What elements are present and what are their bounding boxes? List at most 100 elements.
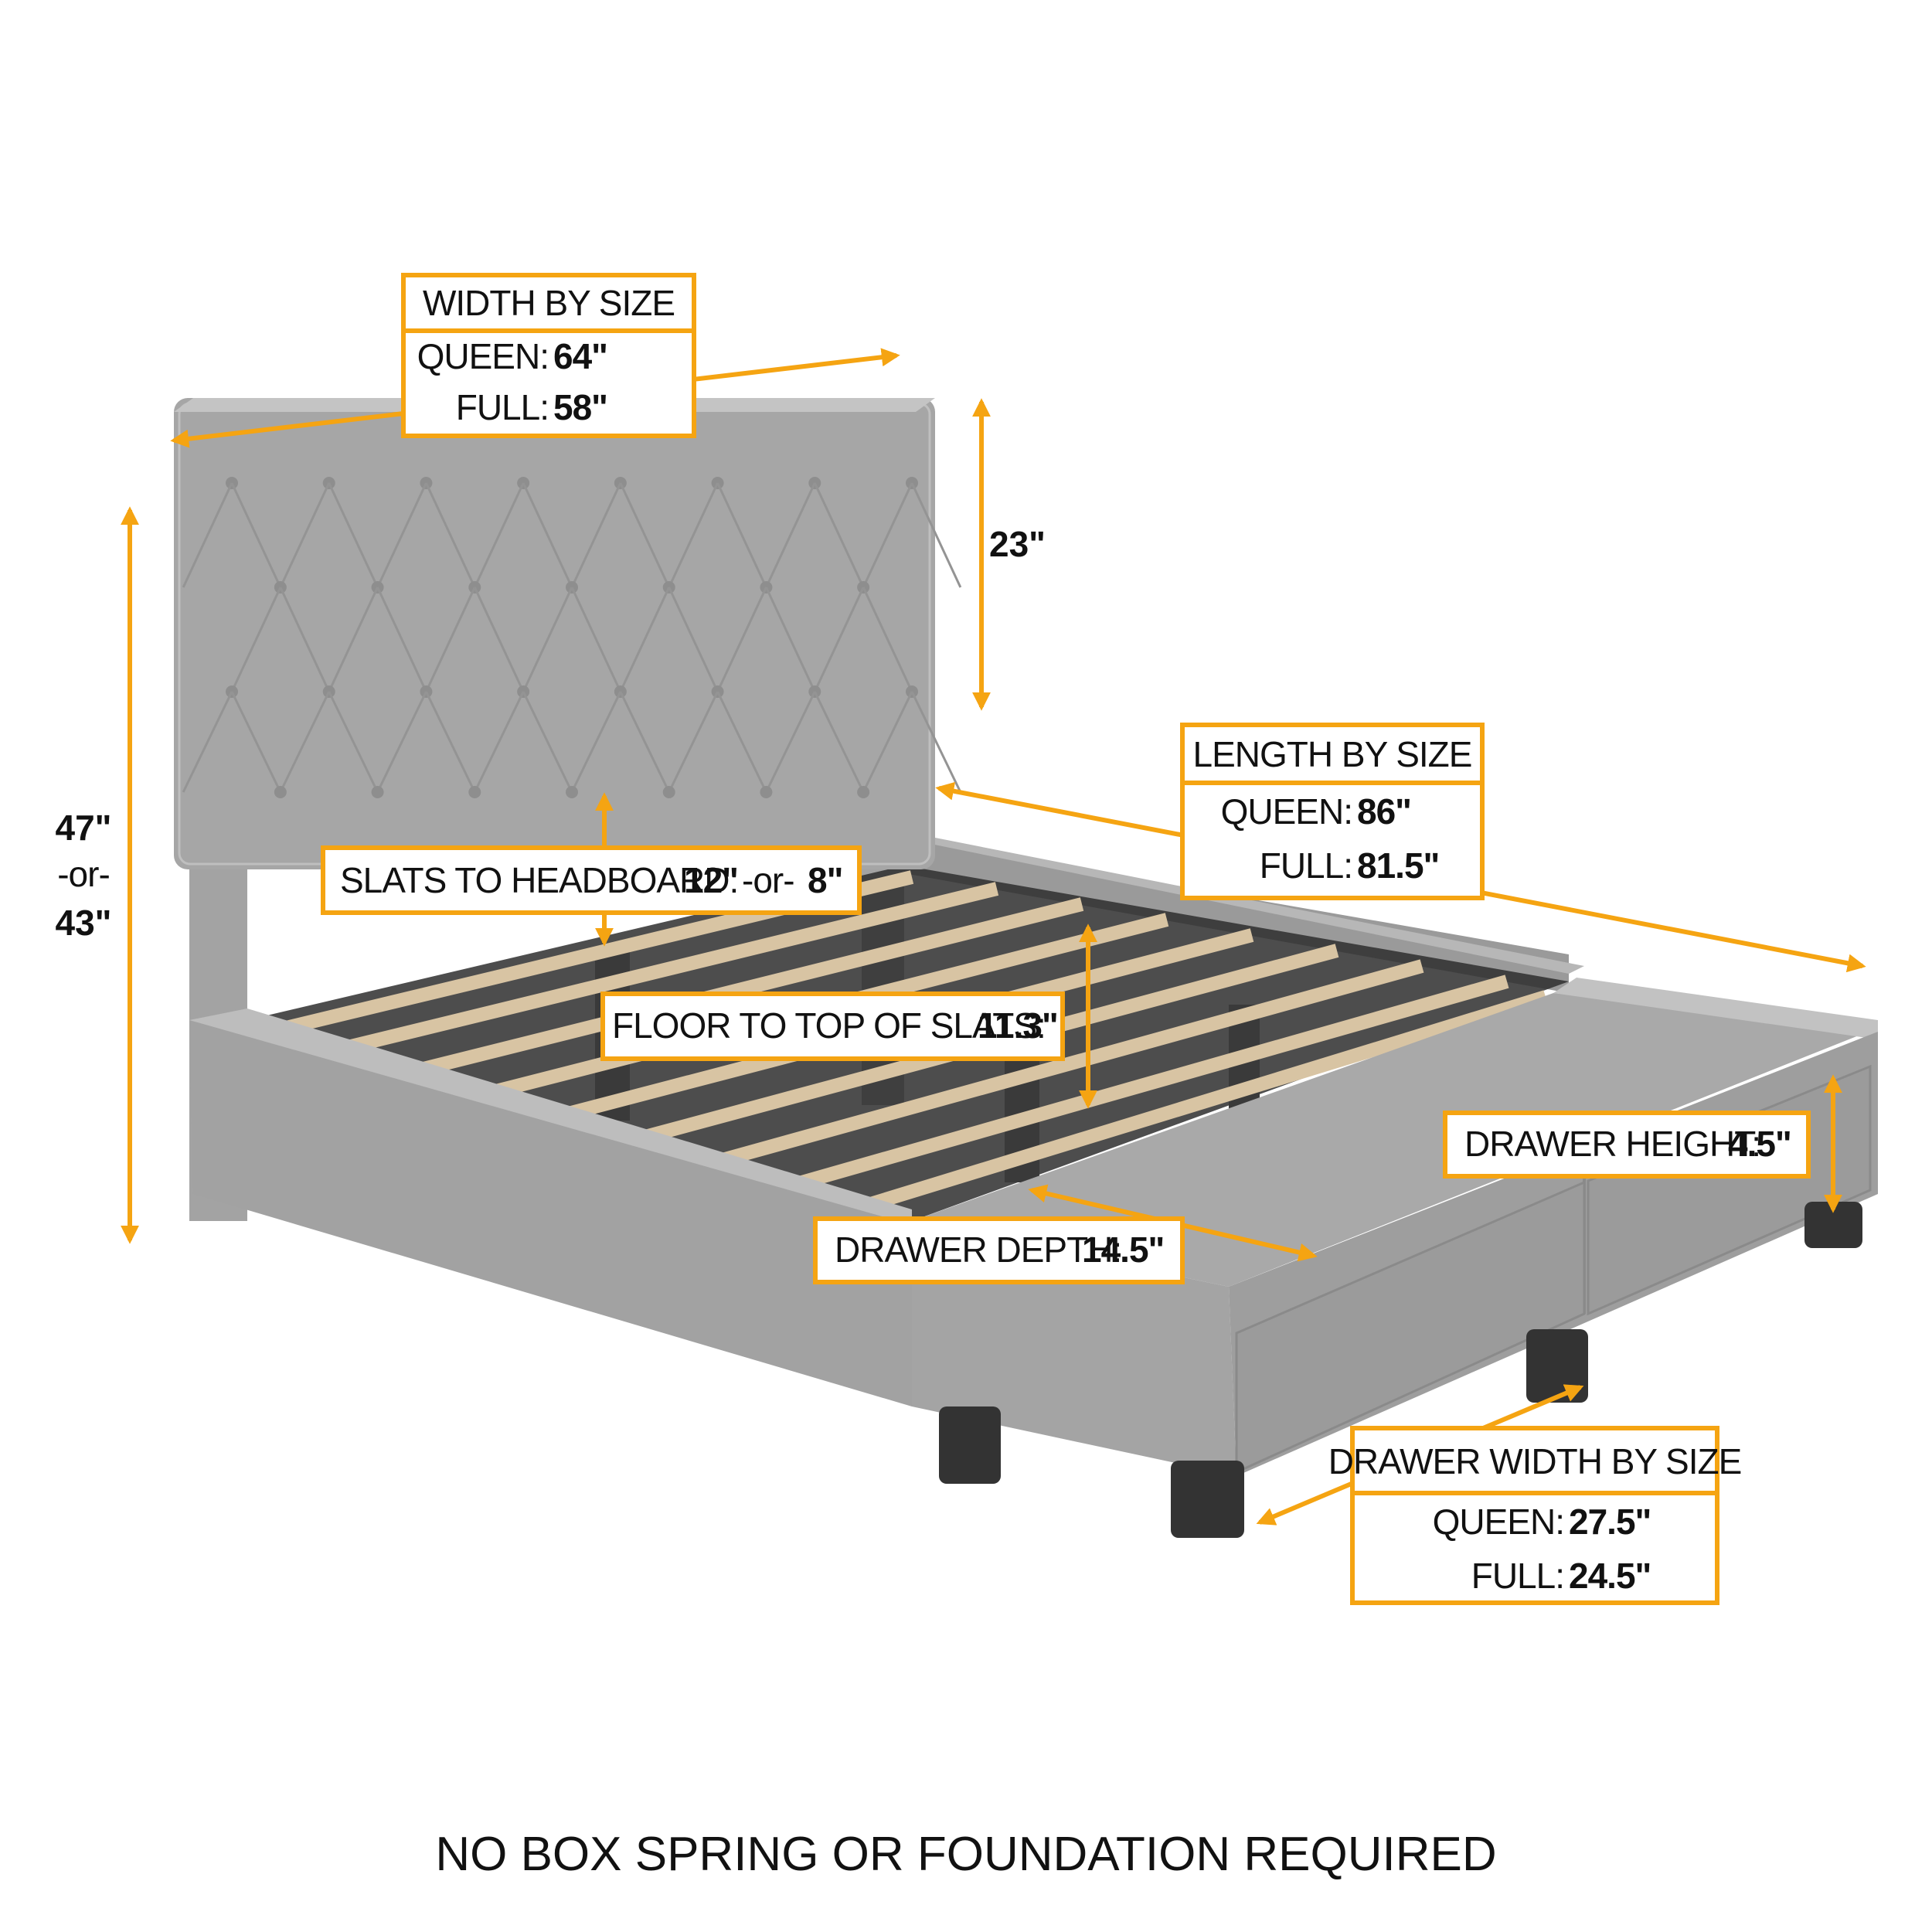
drawer-height-value: 4.5": [1728, 1124, 1791, 1164]
tuft-stitch: [376, 482, 427, 588]
tuft-stitch: [473, 587, 525, 692]
tuft-stitch: [279, 691, 331, 793]
tuft-stitch: [668, 587, 719, 692]
tuft-stitch: [473, 691, 525, 793]
tuft-button: [566, 786, 578, 798]
slats-to-headboard-or: -or-: [742, 860, 794, 900]
tuft-stitch: [570, 691, 622, 793]
tuft-stitch: [425, 691, 476, 793]
length-title: LENGTH BY SIZE: [1193, 734, 1472, 774]
tuft-stitch: [813, 482, 865, 588]
tuft-button: [371, 786, 384, 798]
length-full-value: 81.5": [1357, 845, 1439, 886]
tuft-stitch: [716, 691, 767, 793]
drawer-width-full-label: FULL:: [1471, 1556, 1564, 1596]
tuft-stitch: [570, 482, 622, 588]
tuft-stitch: [668, 691, 719, 793]
overall-height-callout: 47" -or- 43": [56, 808, 112, 943]
headboard-tufting: [182, 477, 962, 798]
drawer-depth-callout: DRAWER DEPTH: 14.5": [813, 1216, 1185, 1284]
tuft-stitch: [376, 691, 427, 793]
floor-to-slats-callout: FLOOR TO TOP OF SLATS: 11.3": [600, 992, 1065, 1061]
headboard-height-value: 23": [989, 524, 1046, 564]
overall-height-or: -or-: [57, 854, 110, 894]
drawer-width-queen-value: 27.5": [1569, 1502, 1651, 1542]
width-queen-label: QUEEN:: [417, 336, 549, 376]
drawer-depth-value: 14.5": [1082, 1230, 1164, 1270]
tuft-stitch: [862, 691, 913, 793]
length-full-label: FULL:: [1260, 845, 1352, 886]
left-side-rail: [189, 1012, 912, 1406]
width-callout: WIDTH BY SIZE QUEEN: 64" FULL: 58": [401, 273, 696, 438]
floor-to-slats-value: 11.3": [978, 1005, 1058, 1046]
bed-leg: [1171, 1461, 1244, 1538]
drawer-height-callout: DRAWER HEIGHT: 4.5": [1443, 1111, 1811, 1179]
tuft-stitch: [765, 482, 816, 588]
headboard: [174, 398, 935, 869]
tuft-stitch: [522, 587, 573, 692]
slats-to-headboard-v1: 12": [684, 860, 738, 900]
tuft-stitch: [376, 587, 427, 692]
tuft-stitch: [619, 691, 671, 793]
tuft-button: [468, 786, 481, 798]
tuft-stitch: [230, 482, 282, 588]
drawer-platform-rim: [1553, 978, 1878, 1039]
tuft-stitch: [279, 587, 331, 692]
bed-leg: [939, 1406, 1001, 1484]
tuft-stitch: [862, 482, 913, 588]
drawer-height-label: DRAWER HEIGHT:: [1464, 1124, 1760, 1164]
overall-height-a: 47": [56, 808, 112, 848]
length-queen-label: QUEEN:: [1221, 791, 1352, 832]
tuft-stitch: [230, 691, 282, 793]
tuft-stitch: [619, 587, 671, 692]
tuft-stitch: [570, 587, 622, 692]
tuft-stitch: [522, 691, 573, 793]
width-title: WIDTH BY SIZE: [423, 283, 675, 323]
bed-leg: [1804, 1202, 1862, 1248]
tuft-stitch: [230, 587, 282, 692]
footer-note: NO BOX SPRING OR FOUNDATION REQUIRED: [435, 1828, 1496, 1881]
tuft-stitch: [425, 482, 476, 588]
tuft-stitch: [182, 482, 233, 588]
tuft-stitch: [425, 587, 476, 692]
drawer-width-callout: DRAWER WIDTH BY SIZE QUEEN: 27.5" FULL: …: [1328, 1426, 1742, 1605]
tuft-stitch: [522, 482, 573, 588]
drawer-width-full-value: 24.5": [1569, 1556, 1651, 1596]
bed-illustration: [174, 398, 1878, 1538]
tuft-stitch: [716, 587, 767, 692]
slats-to-headboard-label: SLATS TO HEADBOARD:: [340, 860, 738, 900]
tuft-button: [857, 786, 870, 798]
slats-to-headboard-v2: 8": [808, 860, 842, 900]
slats-to-headboard-callout: SLATS TO HEADBOARD: 12" -or- 8": [321, 845, 862, 915]
tuft-stitch: [182, 691, 233, 793]
tuft-stitch: [765, 691, 816, 793]
drawer-width-title: DRAWER WIDTH BY SIZE: [1328, 1441, 1742, 1481]
tuft-stitch: [813, 691, 865, 793]
width-full-value: 58": [553, 387, 607, 427]
tuft-stitch: [716, 482, 767, 588]
tuft-button: [760, 786, 773, 798]
tuft-stitch: [765, 587, 816, 692]
tuft-stitch: [328, 691, 379, 793]
drawer-depth-label: DRAWER DEPTH:: [835, 1230, 1121, 1270]
tuft-stitch: [279, 482, 331, 588]
left-side-rail-top: [189, 1009, 912, 1225]
tuft-stitch: [328, 587, 379, 692]
width-queen-value: 64": [553, 336, 607, 376]
tuft-stitch: [328, 482, 379, 588]
tuft-stitch: [862, 587, 913, 692]
tuft-stitch: [910, 482, 962, 588]
overall-height-b: 43": [56, 903, 112, 943]
tuft-button: [662, 786, 675, 798]
tuft-stitch: [473, 482, 525, 588]
tuft-button: [274, 786, 287, 798]
drawer-width-queen-label: QUEEN:: [1433, 1502, 1564, 1542]
tuft-stitch: [813, 587, 865, 692]
tuft-stitch: [619, 482, 671, 588]
floor-to-slats-label: FLOOR TO TOP OF SLATS:: [612, 1005, 1046, 1046]
bed-leg: [1526, 1329, 1588, 1403]
tuft-stitch: [910, 691, 962, 793]
width-full-label: FULL:: [456, 387, 549, 427]
